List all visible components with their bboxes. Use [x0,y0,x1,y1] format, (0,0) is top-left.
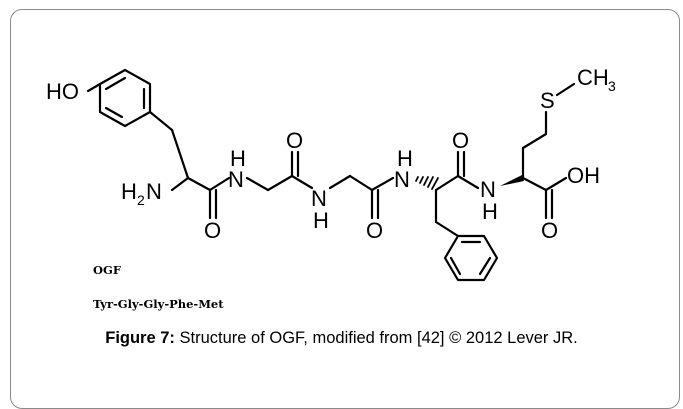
atom-o5: O [541,218,558,243]
ring-double-bond [449,256,462,276]
atom-nh3-n: N [394,167,410,192]
atom-oh: OH [567,163,600,188]
atom-nh2-h: H [313,208,329,233]
atom-o4: O [452,128,469,153]
atom-ch3-sub: 3 [608,78,616,94]
atom-h2n-sub: 2 [137,192,145,208]
atom-nh3-h: H [397,146,413,171]
phenylalanine-benzene-ring [443,234,499,282]
peptide-sequence: Tyr-Gly-Gly-Phe-Met [93,297,224,311]
hashed-bond-phe [415,176,439,190]
wedge-bond-met [500,175,524,186]
bond-ch2-c3 [348,174,374,192]
bond-n1-ch2 [245,176,270,192]
atom-o3: O [366,218,383,243]
bond-ch2-ring [434,220,460,238]
atom-nh4-n: N [480,177,496,202]
atom-o2: O [286,128,303,153]
bond-calpha-c1 [186,176,212,192]
bond-cb-cg [521,132,548,150]
atom-ch3: CH [577,65,609,90]
bond-c2-n2 [290,174,314,190]
bond-ch2-calpha [170,128,190,180]
atom-h2n-h: H [121,179,137,204]
bond-n2-ch2 [328,174,352,190]
caption-text: Structure of OGF, modified from [42] © 2… [174,329,578,347]
bond-ho-ring [86,82,102,93]
atom-o1: O [204,218,221,243]
bond-c5-oh [544,176,568,192]
atom-ho: HO [46,79,79,104]
ogf-structure: HO H 2 N O H N O N H O H N O [46,65,616,282]
atom-h2n-n: N [146,179,162,204]
bond-c4-n4 [456,174,480,190]
bond-calpha-c5 [521,176,548,192]
atom-nh2-n: N [311,186,327,211]
atom-nh1-h: H [230,146,246,171]
atom-nh1-n: N [228,167,244,192]
atom-s: S [540,88,555,113]
figure-caption: Figure 7: Structure of OGF, modified fro… [0,329,683,348]
bond-calpha-c4 [434,174,460,192]
molecule-name: OGF [93,263,122,277]
bond-ch2-c2 [266,174,294,192]
ring-double-bond [104,76,127,91]
bond-s-ch3 [555,82,576,97]
ring-double-bond [478,256,492,276]
bond-ring-ch2 [148,110,174,132]
ring-double-bond [104,106,124,119]
figure-label: Figure 7: [105,329,175,347]
atom-nh4-h: H [482,199,498,224]
bond-c1-n1 [208,176,231,192]
bond-c3-n3 [370,176,395,192]
bond-calpha-n [170,176,190,192]
